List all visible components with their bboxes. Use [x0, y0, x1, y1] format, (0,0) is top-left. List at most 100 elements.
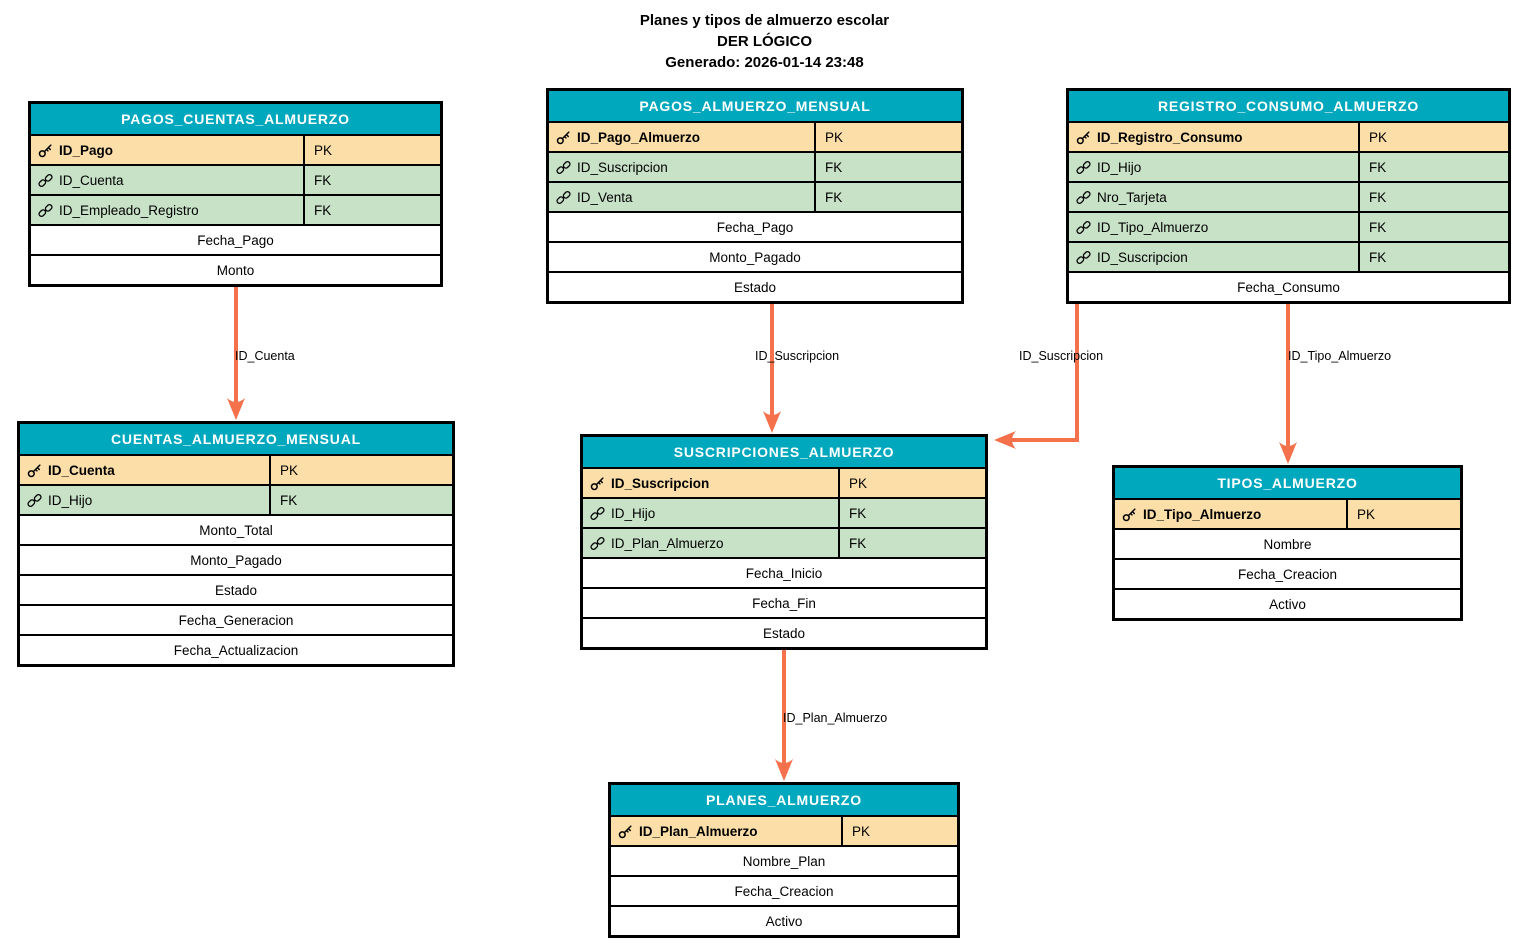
field-name: ID_Hijo	[48, 492, 93, 508]
edge-label: ID_Suscripcion	[1019, 349, 1104, 363]
entity-header: CUENTAS_ALMUERZO_MENSUAL	[20, 424, 452, 454]
diagram-generated-timestamp: Generado: 2026-01-14 23:48	[665, 54, 864, 71]
field-name: Monto_Pagado	[190, 552, 282, 568]
key-icon	[27, 463, 42, 478]
field-row-fk: ID_Venta FK	[549, 181, 961, 211]
field-name: Fecha_Creacion	[734, 883, 834, 899]
key-icon	[38, 143, 53, 158]
field-name: Monto_Total	[199, 522, 273, 538]
field-row-pk: ID_Suscripcion PK	[583, 467, 985, 497]
field-row-pk: ID_Pago_Almuerzo PK	[549, 121, 961, 151]
field-row-pk: ID_Tipo_Almuerzo PK	[1115, 498, 1460, 528]
entity-table-tipos-almuerzo: TIPOS_ALMUERZO ID_Tipo_Almuerzo PK Nombr…	[1112, 465, 1463, 621]
field-row-fk: ID_Plan_Almuerzo FK	[583, 527, 985, 557]
field-row: Fecha_Actualizacion	[20, 634, 452, 664]
field-row-fk: ID_Tipo_Almuerzo FK	[1069, 211, 1508, 241]
link-icon	[590, 506, 605, 521]
key-badge: FK	[814, 153, 961, 181]
link-icon	[1076, 220, 1091, 235]
key-icon	[556, 130, 571, 145]
field-row-pk: ID_Cuenta PK	[20, 454, 452, 484]
entity-table-suscripciones-almuerzo: SUSCRIPCIONES_ALMUERZO ID_Suscripcion PK…	[580, 434, 988, 650]
edge-label: ID_Tipo_Almuerzo	[1288, 349, 1392, 363]
field-name: Fecha_Pago	[716, 219, 794, 235]
field-row: Activo	[611, 905, 957, 935]
field-row-fk: Nro_Tarjeta FK	[1069, 181, 1508, 211]
link-icon	[1076, 190, 1091, 205]
entity-table-registro-consumo-almuerzo: REGISTRO_CONSUMO_ALMUERZO ID_Registro_Co…	[1066, 88, 1511, 304]
entity-table-planes-almuerzo: PLANES_ALMUERZO ID_Plan_Almuerzo PK Nomb…	[608, 782, 960, 938]
field-name: Fecha_Generacion	[178, 612, 294, 628]
field-name: ID_Venta	[577, 189, 633, 205]
field-row: Monto_Pagado	[549, 241, 961, 271]
key-badge: FK	[1358, 153, 1508, 181]
key-badge: PK	[1358, 123, 1508, 151]
field-name: ID_Hijo	[611, 505, 656, 521]
field-name: ID_Tipo_Almuerzo	[1097, 219, 1209, 235]
link-icon	[556, 190, 571, 205]
field-row: Fecha_Pago	[549, 211, 961, 241]
edge-label: ID_Suscripcion	[755, 349, 840, 363]
field-row: Activo	[1115, 588, 1460, 618]
field-row-pk: ID_Plan_Almuerzo PK	[611, 815, 957, 845]
field-row-fk: ID_Suscripcion FK	[1069, 241, 1508, 271]
field-name: ID_Suscripcion	[1097, 249, 1188, 265]
field-row: Fecha_Pago	[31, 224, 440, 254]
field-name: Estado	[762, 625, 806, 641]
entity-header: SUSCRIPCIONES_ALMUERZO	[583, 437, 985, 467]
key-icon	[590, 476, 605, 491]
link-icon	[1076, 250, 1091, 265]
field-row: Monto_Total	[20, 514, 452, 544]
key-badge: FK	[838, 529, 985, 557]
key-badge: FK	[838, 499, 985, 527]
edge-id-suscripcion-pagos	[763, 301, 781, 433]
key-icon	[1122, 507, 1137, 522]
key-badge: PK	[838, 469, 985, 497]
field-row: Fecha_Creacion	[1115, 558, 1460, 588]
field-name: Monto	[216, 262, 255, 278]
field-row: Fecha_Fin	[583, 587, 985, 617]
key-icon	[618, 824, 633, 839]
field-name: Estado	[214, 582, 258, 598]
field-row: Estado	[583, 617, 985, 647]
field-row-fk: ID_Empleado_Registro FK	[31, 194, 440, 224]
field-name: Activo	[1269, 596, 1306, 612]
field-name: ID_Suscripcion	[611, 475, 710, 491]
field-row: Estado	[549, 271, 961, 301]
entity-header: PAGOS_ALMUERZO_MENSUAL	[549, 91, 961, 121]
key-badge: FK	[1358, 213, 1508, 241]
field-row: Fecha_Creacion	[611, 875, 957, 905]
key-badge: FK	[303, 196, 440, 224]
diagram-title: Planes y tipos de almuerzo escolar	[639, 12, 890, 29]
field-name: ID_Tipo_Almuerzo	[1143, 506, 1262, 522]
field-name: ID_Cuenta	[48, 462, 115, 478]
field-name: Fecha_Consumo	[1237, 279, 1340, 295]
entity-table-pagos-cuentas-almuerzo: PAGOS_CUENTAS_ALMUERZO ID_Pago PK ID_Cue…	[28, 101, 443, 287]
link-icon	[1076, 160, 1091, 175]
field-row-fk: ID_Hijo FK	[583, 497, 985, 527]
field-name: ID_Plan_Almuerzo	[611, 535, 724, 551]
edge-id-suscripcion-pagos-arrow	[763, 411, 781, 433]
field-name: Fecha_Fin	[752, 595, 816, 611]
field-name: Fecha_Inicio	[745, 565, 823, 581]
key-badge: PK	[303, 136, 440, 164]
entity-header: REGISTRO_CONSUMO_ALMUERZO	[1069, 91, 1508, 121]
edge-label: ID_Plan_Almuerzo	[783, 711, 888, 725]
field-row: Fecha_Consumo	[1069, 271, 1508, 301]
field-name: ID_Pago_Almuerzo	[577, 129, 701, 145]
field-row: Monto	[31, 254, 440, 284]
field-row-pk: ID_Pago PK	[31, 134, 440, 164]
key-badge: PK	[269, 456, 452, 484]
key-icon	[1076, 130, 1091, 145]
field-name: ID_Cuenta	[59, 172, 124, 188]
entity-table-pagos-almuerzo-mensual: PAGOS_ALMUERZO_MENSUAL ID_Pago_Almuerzo …	[546, 88, 964, 304]
field-row: Nombre_Plan	[611, 845, 957, 875]
field-name: ID_Empleado_Registro	[59, 202, 199, 218]
field-name: ID_Suscripcion	[577, 159, 668, 175]
field-row-fk: ID_Hijo FK	[1069, 151, 1508, 181]
field-name: Nombre_Plan	[742, 853, 826, 869]
field-name: Estado	[733, 279, 777, 295]
field-name: ID_Registro_Consumo	[1097, 129, 1243, 145]
field-row-fk: ID_Cuenta FK	[31, 164, 440, 194]
